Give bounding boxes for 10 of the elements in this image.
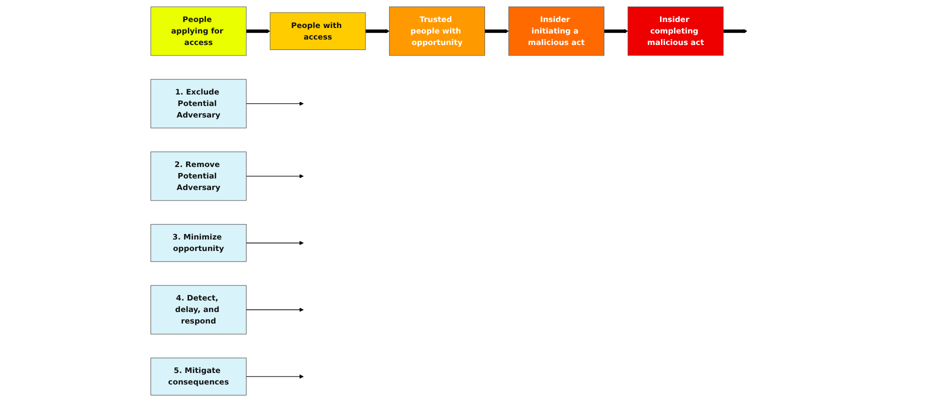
arrow bbox=[246, 102, 304, 106]
arrow bbox=[246, 29, 270, 34]
arrow bbox=[246, 374, 304, 379]
arrow bbox=[484, 29, 508, 34]
arrow bbox=[246, 308, 304, 312]
arrow bbox=[246, 174, 304, 178]
arrow bbox=[365, 29, 390, 34]
arrow bbox=[246, 240, 304, 246]
arrow bbox=[723, 29, 748, 34]
arrow bbox=[604, 29, 628, 34]
